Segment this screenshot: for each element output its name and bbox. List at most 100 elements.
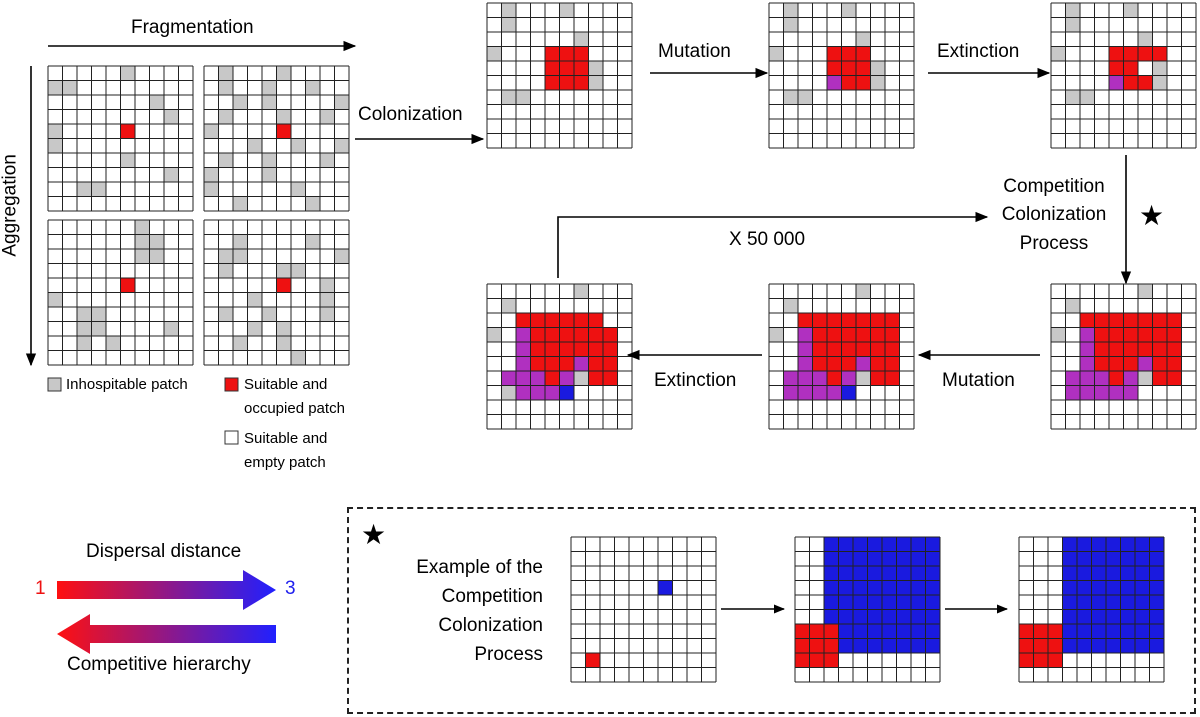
competitor-cell (911, 638, 926, 653)
grid-lines (570, 536, 717, 683)
competitor-cell (882, 595, 897, 610)
inhospitable-cell (262, 167, 277, 182)
occupied-cell (812, 327, 827, 342)
occupied-cell (574, 46, 589, 61)
inhospitable-cell (1152, 75, 1167, 90)
mutant-cell (1080, 356, 1095, 371)
competitor-cell (911, 595, 926, 610)
occupied-cell (559, 313, 574, 328)
inhospitable-cell (77, 182, 92, 197)
inhospitable-cell (1138, 284, 1153, 299)
inhospitable-cell (204, 167, 219, 182)
inhospitable-cell (204, 182, 219, 197)
occupied-cell (885, 342, 900, 357)
mutant-cell (545, 385, 560, 400)
occupied-cell (841, 46, 856, 61)
competitor-cell (1135, 638, 1150, 653)
mutant-cell (516, 342, 531, 357)
occupied-cell (1048, 653, 1063, 668)
mutant-cell (1138, 356, 1153, 371)
inhospitable-cell (48, 80, 63, 95)
competitor-cell (1135, 624, 1150, 639)
competitor-cell (838, 537, 853, 552)
occupied-cell (1123, 61, 1138, 76)
occupied-cell (559, 356, 574, 371)
inhospitable-cell (135, 220, 150, 235)
example-star-icon: ★ (361, 518, 387, 551)
competitor-cell (853, 624, 868, 639)
occupied-cell (841, 75, 856, 90)
competitor-cell (1077, 624, 1092, 639)
occupied-cell (1138, 342, 1153, 357)
occupied-cell (1094, 313, 1109, 328)
inhospitable-cell (120, 66, 135, 81)
inhospitable-cell (320, 278, 335, 293)
mutant-cell (516, 356, 531, 371)
inhospitable-cell (305, 196, 320, 211)
competitor-cell (1106, 537, 1121, 552)
inhospitable-cell (276, 321, 291, 336)
inhospitable-cell (856, 32, 871, 47)
inhospitable-cell (1051, 327, 1066, 342)
mutant-cell (798, 385, 813, 400)
occupied-cell (870, 342, 885, 357)
inhospitable-cell (291, 182, 306, 197)
grid-after-competition (1050, 283, 1197, 430)
competitor-cell (1120, 609, 1135, 624)
inhospitable-cell (164, 167, 179, 182)
legend-inhospitable-swatch (47, 377, 62, 392)
competitor-cell (1062, 551, 1077, 566)
inhospitable-cell (1051, 46, 1066, 61)
competitor-cell (838, 551, 853, 566)
occupied-cell (824, 653, 839, 668)
inhospitable-cell (1065, 90, 1080, 105)
mutant-cell (841, 371, 856, 386)
occupied-cell (574, 327, 589, 342)
inhospitable-cell (1138, 32, 1153, 47)
competitor-cell (838, 595, 853, 610)
grid-lines (1018, 536, 1165, 683)
occupied-cell (1152, 46, 1167, 61)
inhospitable-cell (77, 307, 92, 322)
inhospitable-cell (262, 153, 277, 168)
occupied-cell (1152, 371, 1167, 386)
inhospitable-cell (247, 138, 262, 153)
occupied-cell (1019, 638, 1034, 653)
occupied-cell (1033, 638, 1048, 653)
inhospitable-cell (559, 3, 574, 18)
example-label-line4: Process (474, 644, 543, 665)
competitor-cell (1077, 551, 1092, 566)
inhospitable-cell (1152, 61, 1167, 76)
inhospitable-cell (1065, 298, 1080, 313)
competitor-cell (925, 537, 940, 552)
occupied-cell (574, 313, 589, 328)
occupied-cell (603, 342, 618, 357)
occupied-cell (1109, 342, 1124, 357)
aggregation-label: Aggregation (0, 154, 21, 257)
competitor-cell (1120, 595, 1135, 610)
star-icon: ★ (1139, 199, 1165, 232)
repeat-label: X 50 000 (729, 229, 806, 250)
inhospitable-cell (204, 124, 219, 139)
competitor-cell (1091, 624, 1106, 639)
inhospitable-cell (588, 61, 603, 76)
competitor-cell (882, 551, 897, 566)
competitor-cell (1062, 638, 1077, 653)
mutant-cell (1123, 371, 1138, 386)
grid-low-frag-low-agg (47, 65, 194, 212)
competitor-cell (896, 551, 911, 566)
competitor-cell (1077, 638, 1092, 653)
grid-high-frag-low-agg (203, 65, 350, 212)
occupied-cell (1094, 342, 1109, 357)
inhospitable-cell (501, 298, 516, 313)
competitor-cell (867, 580, 882, 595)
occupied-cell (1138, 46, 1153, 61)
competitor-cell (896, 566, 911, 581)
competitor-cell (1091, 551, 1106, 566)
inhospitable-cell (588, 75, 603, 90)
occupied-cell (603, 327, 618, 342)
occupied-cell (812, 356, 827, 371)
inhospitable-cell (856, 371, 871, 386)
grid-high-frag-high-agg (203, 219, 350, 366)
occupied-cell (841, 313, 856, 328)
